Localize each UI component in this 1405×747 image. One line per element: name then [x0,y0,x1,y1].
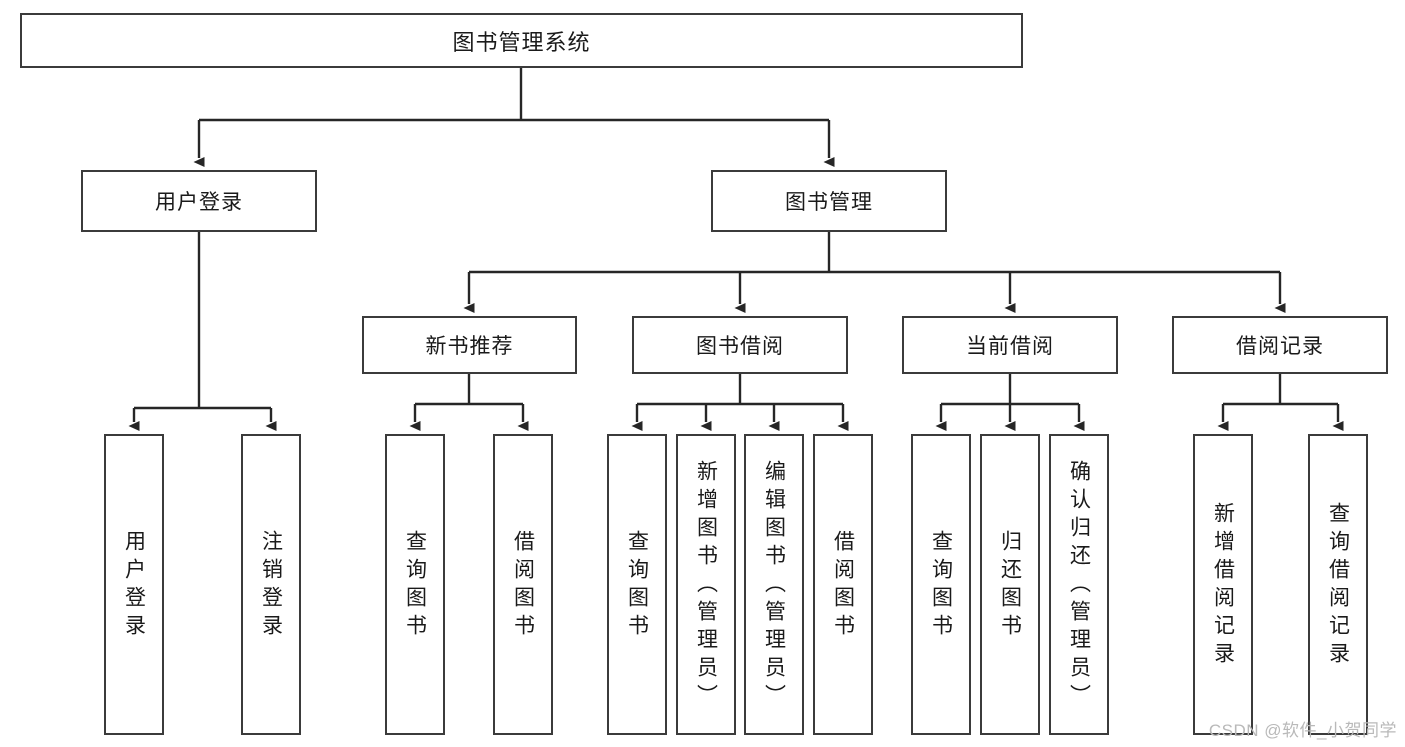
node-label: 查询图书 [929,529,953,642]
node-label: 新书推荐 [425,335,514,358]
node-label: 图书借阅 [696,335,784,358]
leaf-current-borrow-query-book[interactable]: 查询图书 [911,434,971,735]
node-label: 借阅图书 [511,529,535,642]
node-label: 确认归还（管理员） [1067,459,1091,712]
node-label: 编辑图书（管理员） [762,459,786,712]
leaf-new-book-borrow-book[interactable]: 借阅图书 [493,434,553,735]
leaf-book-borrow-query-book[interactable]: 查询图书 [607,434,667,735]
node-user-login[interactable]: 用户登录 [81,170,317,232]
leaf-book-borrow-add-book-admin[interactable]: 新增图书（管理员） [676,434,736,735]
node-label: 注销登录 [259,529,283,642]
leaf-current-borrow-confirm-return-admin[interactable]: 确认归还（管理员） [1049,434,1109,735]
node-label: 查询图书 [625,529,649,642]
node-current-borrow[interactable]: 当前借阅 [902,316,1118,374]
leaf-book-borrow-borrow-book[interactable]: 借阅图书 [813,434,873,735]
node-label: 新增借阅记录 [1211,501,1235,670]
node-label: 图书管理系统 [452,29,591,55]
node-label: 归还图书 [998,529,1022,642]
node-label: 借阅记录 [1236,335,1324,358]
leaf-new-book-query-book[interactable]: 查询图书 [385,434,445,735]
node-book-borrow[interactable]: 图书借阅 [632,316,848,374]
node-label: 用户登录 [122,529,146,642]
watermark: CSDN @软件_小贺同学 [1208,721,1397,740]
leaf-user-login-logout[interactable]: 注销登录 [241,434,301,735]
node-book-management[interactable]: 图书管理 [711,170,947,232]
node-label: 新增图书（管理员） [694,459,718,712]
node-label: 用户登录 [155,191,243,214]
leaf-current-borrow-return-book[interactable]: 归还图书 [980,434,1040,735]
node-new-book-recommend[interactable]: 新书推荐 [362,316,577,374]
node-label: 当前借阅 [966,335,1054,358]
node-label: 查询借阅记录 [1326,501,1350,670]
node-label: 借阅图书 [831,529,855,642]
leaf-borrow-record-query-record[interactable]: 查询借阅记录 [1308,434,1368,735]
node-root-book-management-system[interactable]: 图书管理系统 [20,13,1023,68]
leaf-book-borrow-edit-book-admin[interactable]: 编辑图书（管理员） [744,434,804,735]
node-borrow-record[interactable]: 借阅记录 [1172,316,1388,374]
leaf-borrow-record-add-record[interactable]: 新增借阅记录 [1193,434,1253,735]
node-label: 图书管理 [785,191,873,214]
node-label: 查询图书 [403,529,427,642]
leaf-user-login-login[interactable]: 用户登录 [104,434,164,735]
